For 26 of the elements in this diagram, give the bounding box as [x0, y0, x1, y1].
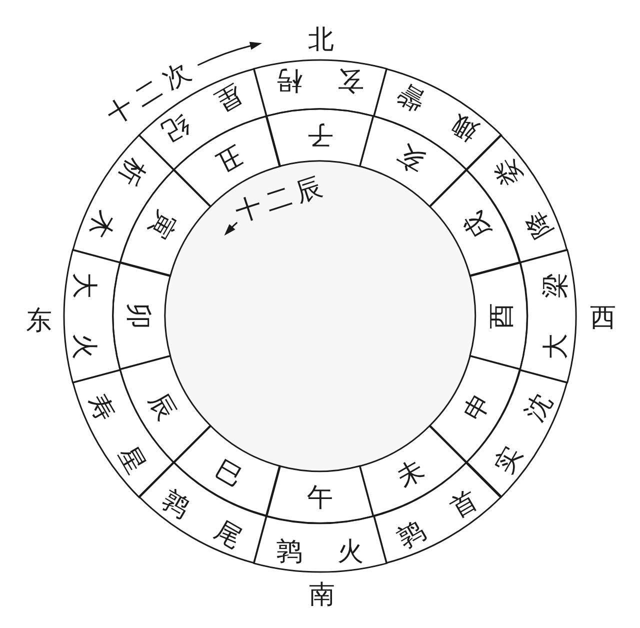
- sector-label: 卯: [125, 302, 151, 329]
- sector-label: 辰: [144, 389, 180, 425]
- ring-sector: [252, 59, 388, 118]
- sector-label: 寅: [144, 207, 180, 243]
- ring-sector: [252, 514, 388, 573]
- compass-label: 北: [308, 27, 334, 53]
- sector-label: 大梁: [542, 272, 569, 360]
- sector-label: 鹑火: [276, 538, 364, 565]
- sector-label: 亥: [393, 140, 429, 176]
- ring-sector: [112, 261, 172, 371]
- compass-label: 南: [309, 582, 335, 608]
- sector-label: 戌: [460, 207, 496, 243]
- sector-label: 丑: [211, 140, 247, 176]
- sector-label: 酉: [488, 302, 515, 329]
- ring-sector: [63, 248, 122, 384]
- ring-sector: [518, 248, 577, 384]
- ring-title: 十二辰: [232, 174, 326, 226]
- ring-sector: [265, 108, 375, 168]
- compass-label: 西: [590, 305, 616, 331]
- sector-label: 大火: [71, 272, 97, 360]
- ring-sector: [265, 464, 375, 524]
- ring-sector: [468, 261, 528, 371]
- compass-label: 东: [26, 308, 52, 334]
- sector-label: 玄枵: [276, 67, 364, 93]
- sector-label: 午: [306, 484, 333, 511]
- sector-label: 子: [306, 121, 333, 147]
